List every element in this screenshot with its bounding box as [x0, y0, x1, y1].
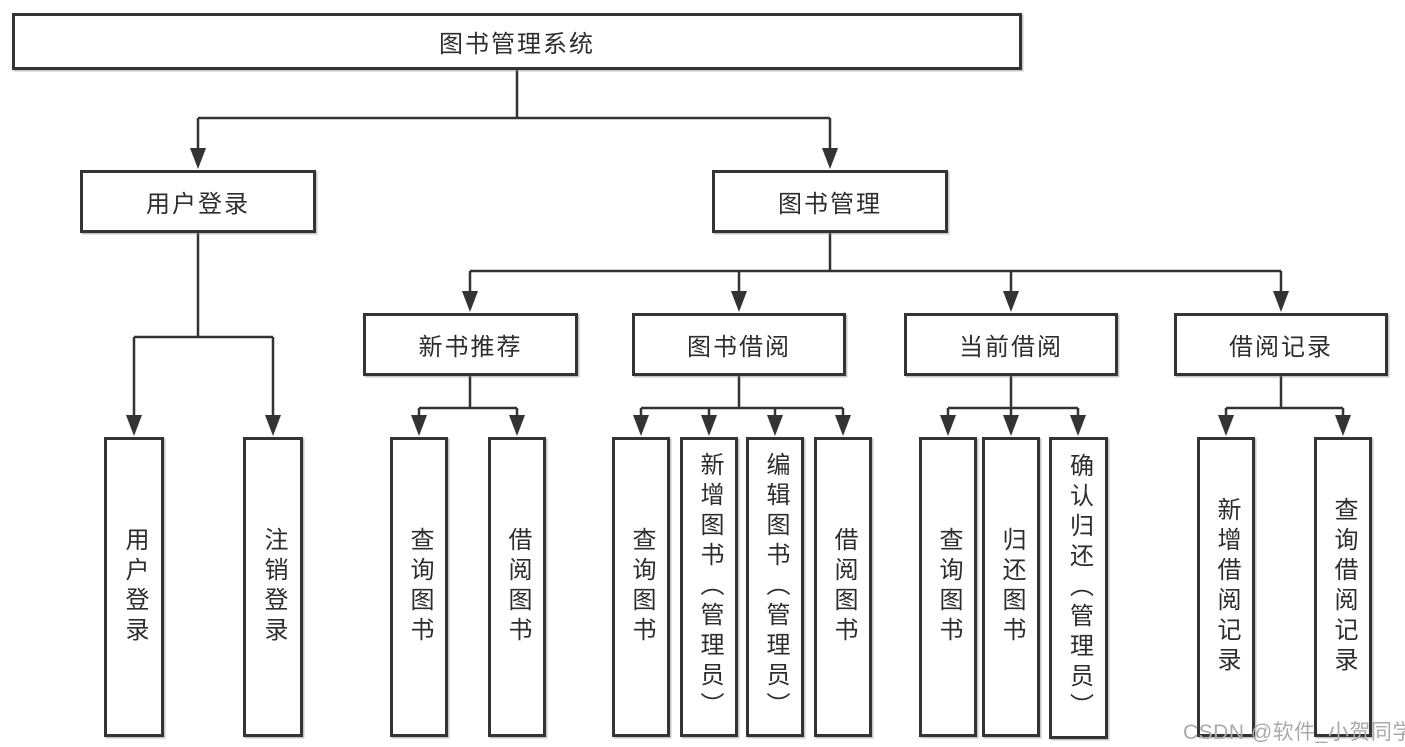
leaf-add-borrow-record: 新增借阅记录 [1197, 437, 1255, 737]
watermark: CSDN @软件_小贺同学 [1183, 721, 1405, 744]
leaf-return-books: 归还图书 [982, 437, 1040, 737]
node-user-login: 用户登录 [80, 170, 316, 233]
node-library-management-system: 图书管理系统 [12, 13, 1022, 70]
node-borrowing-records: 借阅记录 [1174, 313, 1388, 376]
leaf-query-borrow-record: 查询借阅记录 [1314, 437, 1372, 737]
leaf-user-login: 用户登录 [104, 437, 164, 737]
leaf-query-books-borrowing: 查询图书 [612, 437, 670, 737]
node-book-management: 图书管理 [712, 170, 948, 233]
node-current-borrowing: 当前借阅 [904, 313, 1118, 376]
node-book-borrowing: 图书借阅 [632, 313, 846, 376]
leaf-query-books-current: 查询图书 [919, 437, 977, 737]
leaf-borrow-books-recommend: 借阅图书 [488, 437, 546, 737]
leaf-borrow-books: 借阅图书 [814, 437, 872, 737]
leaf-confirm-return-admin: 确认归还（管理员） [1049, 437, 1108, 739]
leaf-query-books-recommend: 查询图书 [390, 437, 448, 737]
leaf-edit-books-admin: 编辑图书（管理员） [746, 437, 804, 737]
leaf-logout: 注销登录 [243, 437, 303, 737]
leaf-add-books-admin: 新增图书（管理员） [680, 437, 738, 737]
node-new-book-recommendation: 新书推荐 [363, 313, 578, 376]
